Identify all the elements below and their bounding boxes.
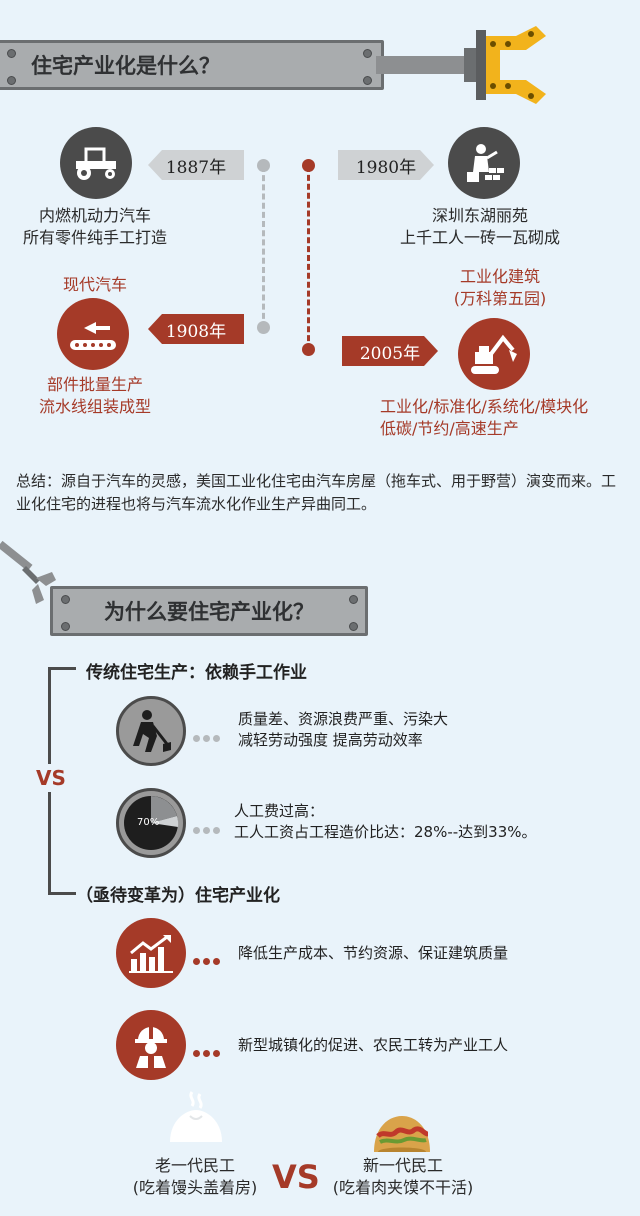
section2-banner: 为什么要住宅产业化？: [50, 586, 368, 636]
bar-chart-icon: [129, 935, 173, 973]
bolt-icon: [7, 49, 16, 58]
bar-chart-circle: [116, 918, 186, 988]
bolt-icon: [363, 76, 372, 85]
conveyor-icon: [70, 322, 116, 350]
excavator-circle: [458, 318, 530, 390]
bolt-icon: [61, 622, 70, 631]
traditional-item2-text: 人工费过高： 工人工资占工程造价比达：28%--达到33%。: [234, 802, 537, 841]
tractor-circle: [60, 127, 132, 199]
industrial-heading: （亟待变革为）住宅产业化: [76, 886, 280, 906]
worker-circle: [116, 696, 186, 766]
timeline-red-line: [307, 166, 310, 350]
bolt-icon: [7, 76, 16, 85]
heading-2005: 工业化建筑 (万科第五园): [453, 267, 547, 308]
bricklayer-icon: [467, 144, 504, 182]
hardhat-circle: [116, 1010, 186, 1080]
tractor-icon: [76, 147, 116, 180]
bolt-icon: [349, 622, 358, 631]
bolt-icon: [61, 595, 70, 604]
robot-claw-small-icon: [0, 540, 56, 604]
year-2005-tag: 2005年: [342, 336, 438, 366]
dots-connector: [193, 819, 223, 838]
bolt-icon: [363, 49, 372, 58]
rougamo-icon: [374, 1116, 430, 1152]
caption-2005: 工业化/标准化/系统化/模块化 低碳/节约/高速生产: [380, 397, 589, 438]
robot-claw-icon: [376, 26, 546, 104]
pie-label: 70%: [137, 817, 160, 828]
excavator-icon: [471, 334, 517, 374]
bolt-icon: [349, 595, 358, 604]
traditional-item1-text: 质量差、资源浪费严重、污染大 减轻劳动强度 提高劳动效率: [238, 710, 449, 749]
pie-circle: 70%: [116, 788, 186, 858]
industrial-item2-text: 新型城镇化的促进、农民工转为产业工人: [238, 1036, 509, 1054]
new-worker-caption: 新一代民工 (吃着肉夹馍不干活): [332, 1156, 474, 1197]
dots-connector: [193, 1042, 223, 1061]
heading-1908: 现代汽车: [62, 275, 127, 294]
timeline-dot: [257, 321, 270, 334]
year-1980-tag: 1980年: [338, 150, 434, 180]
caption-1908: 部件批量生产 流水线组装成型: [38, 375, 151, 416]
timeline-dot: [302, 159, 315, 172]
section2-title: 为什么要住宅产业化？: [104, 600, 314, 624]
pie-icon: [124, 796, 179, 850]
timeline-gray-line: [262, 166, 265, 328]
caption-1887: 内燃机动力汽车 所有零件纯手工打造: [22, 206, 167, 247]
hardhat-worker-icon: [135, 1027, 167, 1068]
compare-vs: VS: [272, 1158, 320, 1196]
conveyor-circle: [57, 298, 129, 370]
worker-shovel-icon: [133, 710, 171, 752]
vs-label: VS: [36, 764, 66, 792]
industrial-item1-text: 降低生产成本、节约资源、保证建筑质量: [238, 944, 509, 962]
timeline-dot: [302, 343, 315, 356]
bricklayer-circle: [448, 127, 520, 199]
timeline-dot: [257, 159, 270, 172]
steamed-bun-icon: [170, 1091, 222, 1142]
summary-text: 总结：源自于汽车的灵感，美国工业化住宅由汽车房屋（拖车式、用于野营）演变而来。工…: [16, 472, 617, 513]
dots-connector: [193, 727, 223, 746]
dots-connector: [193, 950, 223, 969]
section1-title: 住宅产业化是什么？: [31, 54, 220, 78]
old-worker-caption: 老一代民工 (吃着馒头盖着房): [132, 1156, 258, 1197]
year-1887-tag: 1887年: [148, 150, 244, 180]
year-1908-tag: 1908年: [148, 314, 244, 344]
caption-1980: 深圳东湖丽苑 上千工人一砖一瓦砌成: [399, 206, 560, 247]
traditional-heading: 传统住宅生产：依赖手工作业: [86, 663, 307, 683]
section1-banner: 住宅产业化是什么？: [0, 40, 384, 90]
